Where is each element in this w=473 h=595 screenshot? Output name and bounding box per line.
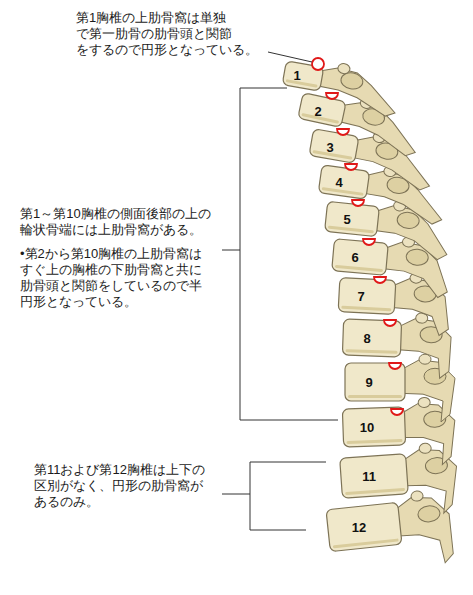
vertebral-body [340,454,409,499]
body-shading [333,538,399,548]
articular-process [419,443,432,454]
articular-process [419,354,431,364]
vertebral-column [280,54,460,575]
vertebral-body [332,239,389,276]
vertebral-body [345,363,405,401]
body-shading [341,306,391,312]
vertebral-body [309,129,359,164]
body-shading [348,395,402,398]
vertebral-body [326,502,402,551]
body-shading [345,349,397,354]
vertebra-number: 7 [350,289,372,305]
vertebra [316,157,448,225]
articular-process [411,490,424,501]
vertebra [339,441,460,520]
vertebra-number: 1 [286,68,308,84]
vertebra [280,54,402,118]
vertebra-number: 9 [358,375,380,391]
body-shading [345,488,405,495]
costal-facet [363,239,375,245]
transverse-process [417,505,441,523]
vertebra [342,396,456,468]
articular-process [337,63,351,75]
leader-line [268,52,312,62]
vertebral-body [342,407,405,447]
vertebral-body [342,319,401,357]
note-text: •第2から第10胸椎の上肋骨窩は すぐ上の胸椎の下肋骨窩と共に 肋骨頭と関節をし… [20,246,220,310]
costal-facet [345,164,357,170]
costal-facet [352,200,364,206]
note-text: 第11および第12胸椎は上下の 区別がなく、円形の肋骨窩が あるのみ。 [34,462,219,510]
vertebra [323,193,452,260]
vertebra-number: 5 [336,212,358,228]
vertebra-number: 4 [328,175,350,191]
transverse-process [406,248,429,266]
body-shading [328,226,374,234]
body-shading [322,187,364,196]
vertebra-number: 6 [344,250,366,266]
body-shading [335,265,383,272]
costal-facet [326,93,338,99]
note-text: 第1胸椎の上肋骨窩は単独 で第一肋骨の肋骨頭と関節 をするので円形となっている。 [76,10,276,58]
vertebral-body [338,278,396,315]
spinous-process [373,204,452,260]
bracket [240,88,338,420]
vertebra [325,488,454,575]
costal-facet [337,129,349,135]
bracket [250,462,326,530]
vertebra-number: 8 [356,331,378,347]
transverse-process [340,71,364,91]
transverse-process [396,211,420,229]
spinous-process [315,65,401,117]
body-shading [286,79,318,88]
vertebral-body [298,93,346,128]
brackets [222,52,338,530]
vertebra-number: 11 [358,469,380,485]
body-shading [346,439,402,444]
costal-facet [374,277,386,283]
costal-facet [391,409,403,415]
vertebra-number: 2 [307,104,329,120]
vertebra-number: 12 [348,520,370,536]
vertebral-body [325,201,380,236]
note-text: 第1～第10胸椎の側面後部の上の 輪状骨端には上肋骨窩がある。 [20,206,220,238]
spinous-process [403,447,459,516]
vertebral-body [318,165,369,199]
vertebra-number: 10 [356,420,378,436]
articular-process [418,397,430,407]
bracket-tick [222,494,250,495]
costal-facet [389,363,401,369]
bracket-tick [222,250,240,251]
costal-facet [384,320,396,326]
costal-facets [312,58,403,415]
vertebra-number: 3 [319,140,341,156]
costal-facet [312,58,324,70]
